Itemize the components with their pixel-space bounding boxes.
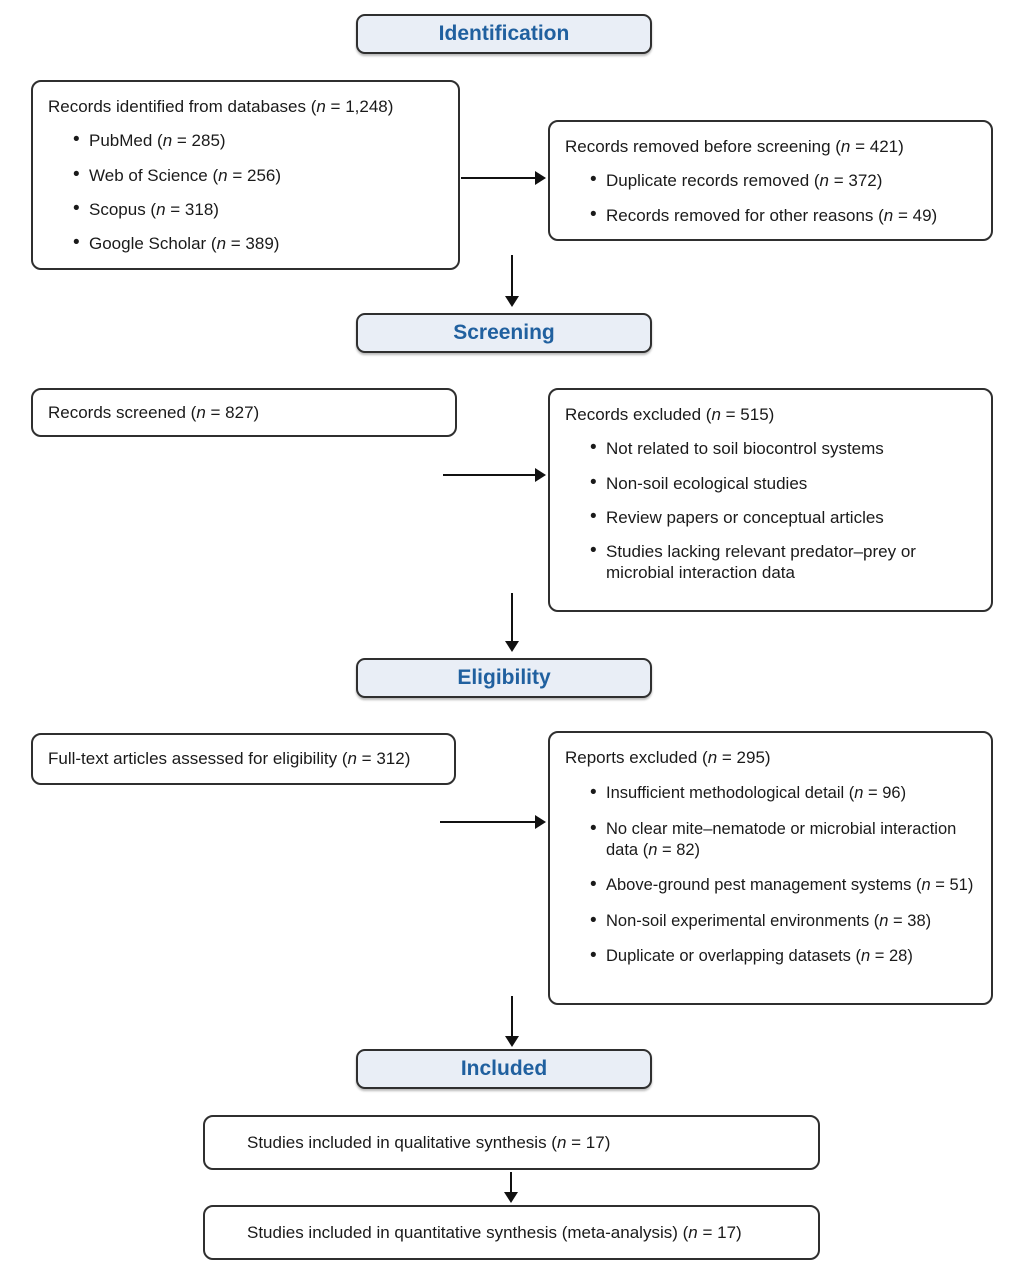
stage-header-label: Screening	[453, 321, 555, 344]
bullet-item: Non-soil ecological studies	[590, 470, 977, 494]
records-removed-box: Records removed before screening (n = 42…	[548, 120, 993, 241]
stage-header-included: Included	[356, 1049, 652, 1089]
quantitative-synthesis-box: Studies included in quantitative synthes…	[203, 1205, 820, 1260]
records-screened-box: Records screened (n = 827)	[31, 388, 457, 437]
fulltext-assessed-title: Full-text articles assessed for eligibil…	[48, 749, 411, 769]
quantitative-synthesis-title: Studies included in quantitative synthes…	[247, 1222, 742, 1242]
arrow-qualitative-to-quantitative	[504, 1172, 518, 1203]
stage-header-identification: Identification	[356, 14, 652, 54]
stage-header-eligibility: Eligibility	[356, 658, 652, 698]
stage-header-label: Identification	[438, 22, 570, 45]
stage-header-label: Eligibility	[457, 666, 551, 689]
records-identified-box: Records identified from databases (n = 1…	[31, 80, 460, 270]
records-excluded-box: Records excluded (n = 515) Not related t…	[548, 388, 993, 612]
records-identified-list: PubMed (n = 285) Web of Science (n = 256)…	[48, 128, 444, 255]
fulltext-assessed-box: Full-text articles assessed for eligibil…	[31, 733, 456, 785]
bullet-item: Records removed for other reasons (n = 4…	[590, 202, 977, 226]
bullet-item: Duplicate or overlapping datasets (n = 2…	[590, 944, 977, 967]
bullet-item: Above-ground pest management systems (n …	[590, 873, 977, 896]
stage-header-screening: Screening	[356, 313, 652, 353]
bullet-item: Review papers or conceptual articles	[590, 505, 977, 529]
qualitative-synthesis-title: Studies included in qualitative synthesi…	[247, 1132, 611, 1152]
records-removed-list: Duplicate records removed (n = 372) Recor…	[565, 168, 977, 226]
records-screened-title: Records screened (n = 827)	[48, 402, 260, 422]
records-excluded-list: Not related to soil biocontrol systemsNo…	[565, 436, 977, 584]
reports-excluded-title: Reports excluded (n = 295)	[565, 748, 771, 767]
arrow-identification-to-screening	[505, 255, 519, 307]
qualitative-synthesis-box: Studies included in qualitative synthesi…	[203, 1115, 820, 1170]
arrow-screened-to-excluded	[443, 468, 546, 482]
records-removed-title: Records removed before screening (n = 42…	[565, 137, 904, 156]
bullet-item: Web of Science (n = 256)	[73, 162, 444, 186]
arrow-eligibility-to-included	[505, 996, 519, 1047]
bullet-item: Scopus (n = 318)	[73, 197, 444, 221]
bullet-item: Insufficient methodological detail (n = …	[590, 781, 977, 804]
stage-header-label: Included	[460, 1057, 548, 1080]
reports-excluded-list: Insufficient methodological detail (n = …	[565, 781, 977, 967]
bullet-item: Studies lacking relevant predator–prey o…	[590, 539, 977, 584]
bullet-item: No clear mite–nematode or microbial inte…	[590, 817, 977, 860]
bullet-item: Google Scholar (n = 389)	[73, 231, 444, 255]
records-excluded-title: Records excluded (n = 515)	[565, 405, 775, 424]
bullet-item: PubMed (n = 285)	[73, 128, 444, 152]
arrow-fulltext-to-reports-excluded	[440, 815, 546, 829]
records-identified-title: Records identified from databases (n = 1…	[48, 97, 394, 116]
bullet-item: Duplicate records removed (n = 372)	[590, 168, 977, 192]
bullet-item: Non-soil experimental environments (n = …	[590, 909, 977, 932]
reports-excluded-box: Reports excluded (n = 295) Insufficient …	[548, 731, 993, 1005]
arrow-screening-to-eligibility	[505, 593, 519, 652]
arrow-identified-to-removed	[461, 171, 546, 185]
bullet-item: Not related to soil biocontrol systems	[590, 436, 977, 460]
